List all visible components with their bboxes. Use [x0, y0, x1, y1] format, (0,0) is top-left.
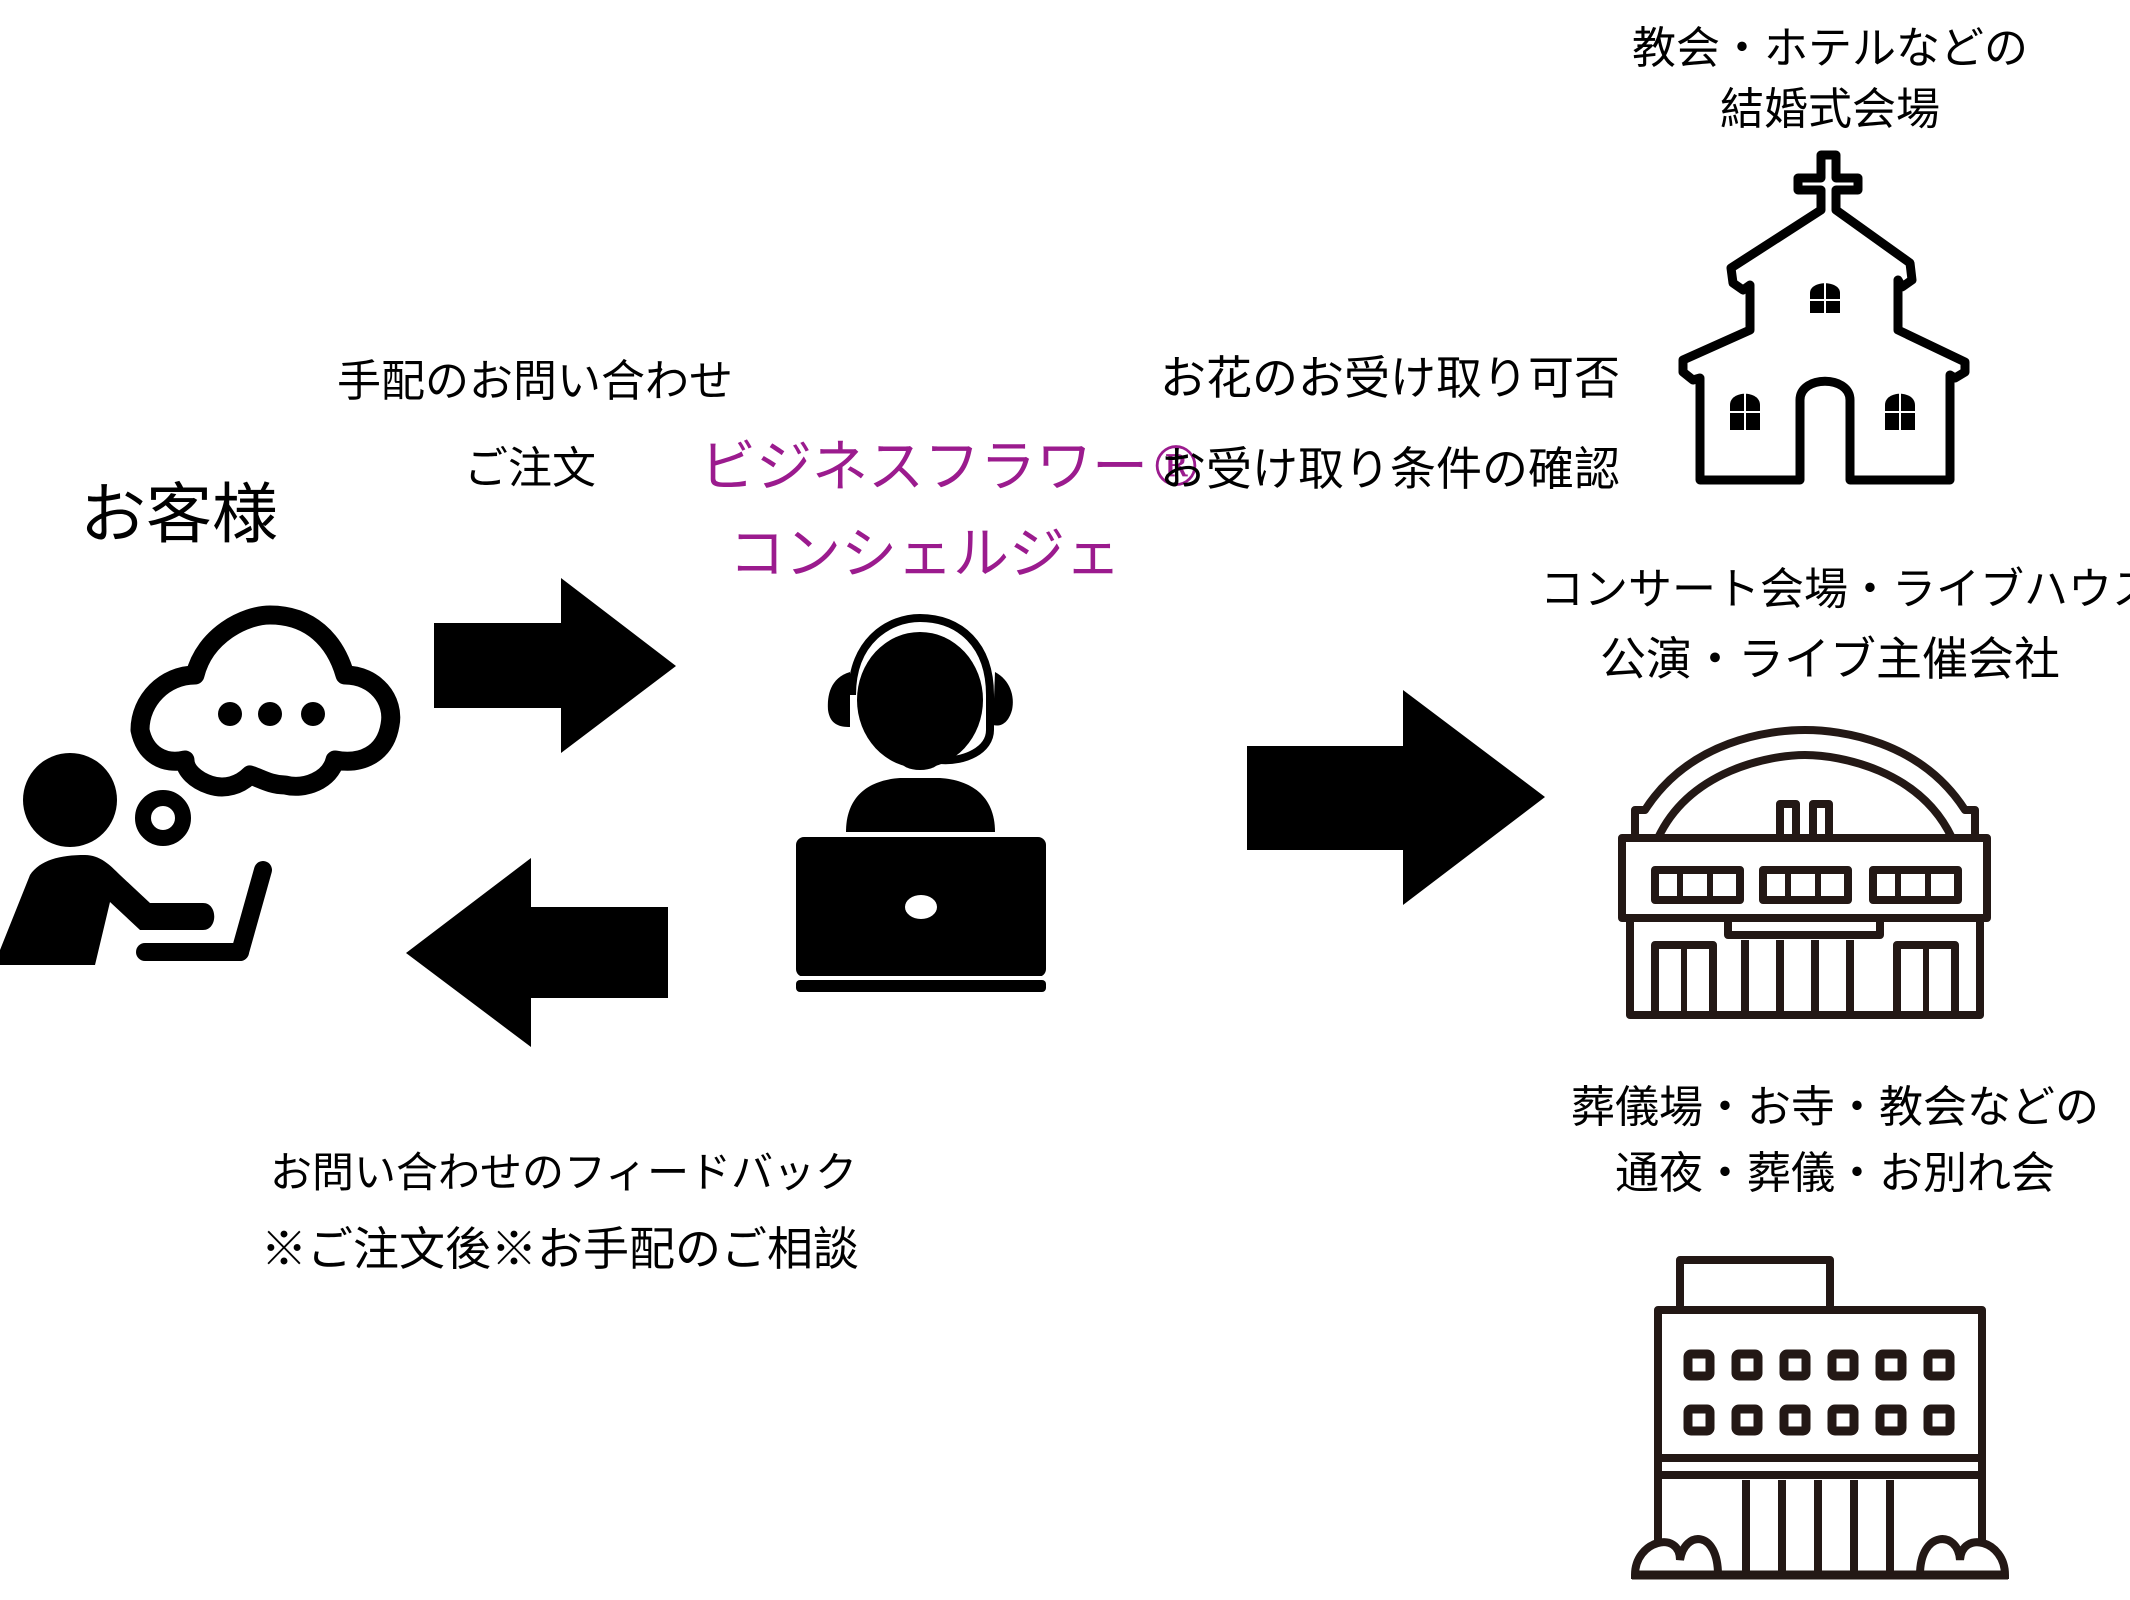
venue-wedding-line1: 教会・ホテルなどの [1632, 23, 2028, 74]
ground-band [1658, 1454, 1982, 1479]
venue-concert-line1: コンサート会場・ライブハウス [1540, 564, 2130, 615]
request-line1: 手配のお問い合わせ [337, 356, 733, 407]
concert-hall-icon [1618, 726, 1991, 1019]
venue-wedding-line2: 結婚式会場 [1720, 84, 1940, 135]
feedback-line1: お問い合わせのフィードバック [270, 1148, 858, 1197]
lower-body [1626, 918, 1984, 1019]
window-grid [1683, 1349, 1955, 1436]
concierge-title-line2: コンシェルジェ [729, 522, 1121, 587]
funeral-hall-building-icon [1630, 1256, 2010, 1580]
operator-body [846, 778, 995, 832]
laptop-base-strip [796, 980, 1046, 992]
headset-operator-laptop-icon [796, 613, 1046, 992]
venue-concert-line2: 公演・ライブ主催会社 [1600, 632, 2060, 686]
thought-cloud-icon [130, 605, 401, 797]
chimney-left [1776, 800, 1800, 842]
chimney-right [1809, 800, 1833, 842]
church-icon [1678, 150, 1970, 485]
small-bubble [135, 790, 191, 846]
feedback-arrow [406, 858, 668, 1047]
roof-block [1676, 1256, 1834, 1314]
thought-dot [258, 702, 282, 726]
operator-head [857, 632, 983, 768]
venue-check-line2: お受け取り条件の確認 [1160, 442, 1620, 496]
dome-inner [1654, 751, 1956, 840]
entrance-canopy [1724, 918, 1884, 939]
concierge-title-line1: ビジネスフラワー® [700, 435, 1204, 500]
venue-check-line1: お花のお受け取り可否 [1160, 351, 1620, 405]
upper-band [1618, 834, 1991, 922]
person-laptop-thought-icon [0, 605, 401, 965]
entrance-columns [1742, 1480, 1894, 1575]
laptop-screen [231, 861, 272, 961]
feedback-line2: ※ご注文後※お手配のご相談 [261, 1222, 859, 1276]
ear-cup-right [993, 672, 1013, 726]
person-body [0, 855, 215, 965]
request-line2: ご注文 [464, 443, 596, 494]
thought-dot [301, 702, 325, 726]
laptop-logo [905, 895, 937, 919]
venue-arrow [1247, 690, 1545, 905]
ear-cup-left [827, 672, 850, 727]
dome-outer [1631, 726, 1979, 838]
church-outline [1678, 150, 1970, 485]
headset-band [848, 613, 994, 765]
thought-dot [218, 702, 242, 726]
request-arrow [434, 578, 676, 753]
laptop-divider [796, 976, 1046, 979]
shrubs [1630, 1535, 2010, 1579]
venue-funeral-line2: 通夜・葬儀・お別れ会 [1615, 1148, 2055, 1199]
customer-label: お客様 [80, 476, 278, 553]
person-head [23, 753, 117, 847]
venue-funeral-line1: 葬儀場・お寺・教会などの [1571, 1082, 2099, 1133]
headset-mic [900, 750, 940, 770]
